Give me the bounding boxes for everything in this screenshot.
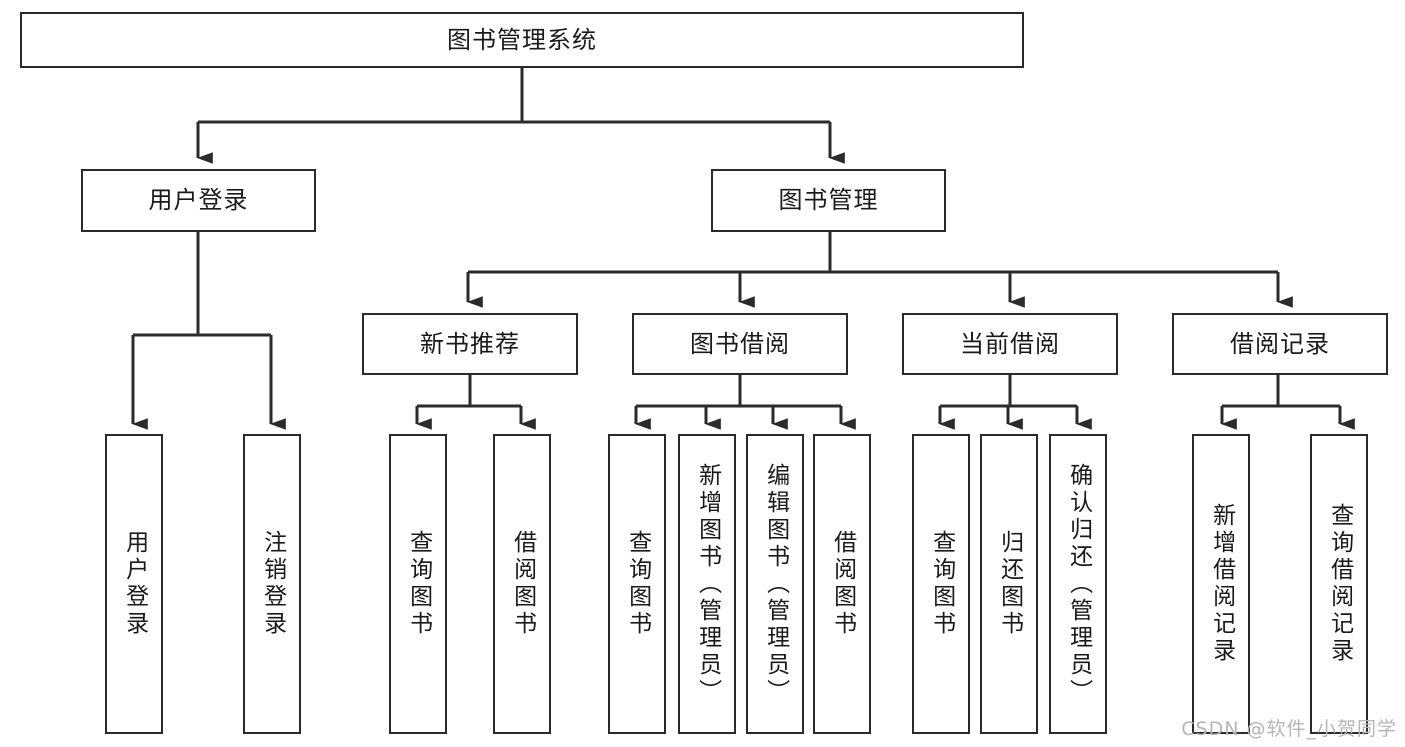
node-current-borrow[interactable]: 当前借阅 <box>902 313 1118 375</box>
node-leaf-borrow-book-1[interactable]: 借阅图书 <box>493 434 551 734</box>
node-leaf-add-book[interactable]: 新增图书（管理员） <box>678 434 736 734</box>
node-new-book-recommend[interactable]: 新书推荐 <box>362 313 578 375</box>
node-user-login-label: 用户登录 <box>148 186 249 215</box>
node-book-borrow[interactable]: 图书借阅 <box>632 313 848 375</box>
node-leaf-borrow-book-2[interactable]: 借阅图书 <box>813 434 871 734</box>
node-root[interactable]: 图书管理系统 <box>20 12 1024 68</box>
node-book-borrow-label: 图书借阅 <box>690 329 790 358</box>
node-leaf-query-book-1-label: 查询图书 <box>405 530 432 638</box>
node-book-manage-label: 图书管理 <box>778 186 879 215</box>
node-leaf-return-book[interactable]: 归还图书 <box>980 434 1038 734</box>
node-leaf-query-book-2[interactable]: 查询图书 <box>608 434 666 734</box>
node-root-label: 图书管理系统 <box>447 25 597 54</box>
node-leaf-query-book-3[interactable]: 查询图书 <box>912 434 970 734</box>
node-leaf-query-record-label: 查询借阅记录 <box>1326 503 1353 665</box>
node-leaf-query-book-2-label: 查询图书 <box>624 530 651 638</box>
node-leaf-user-login-label: 用户登录 <box>121 530 148 638</box>
node-user-login[interactable]: 用户登录 <box>81 169 316 232</box>
node-leaf-confirm-return[interactable]: 确认归还（管理员） <box>1049 434 1107 734</box>
node-leaf-add-book-label: 新增图书（管理员） <box>694 462 721 706</box>
node-leaf-query-record[interactable]: 查询借阅记录 <box>1310 434 1368 734</box>
node-leaf-return-book-label: 归还图书 <box>996 530 1023 638</box>
csdn-watermark: CSDN @软件_小贺同学 <box>1181 718 1397 740</box>
node-leaf-logout-login-label: 注销登录 <box>259 530 286 638</box>
node-leaf-edit-book[interactable]: 编辑图书（管理员） <box>746 434 804 734</box>
node-leaf-logout-login[interactable]: 注销登录 <box>243 434 301 734</box>
node-leaf-borrow-book-1-label: 借阅图书 <box>509 530 536 638</box>
node-leaf-edit-book-label: 编辑图书（管理员） <box>762 462 789 706</box>
node-leaf-confirm-return-label: 确认归还（管理员） <box>1065 462 1092 706</box>
node-new-book-recommend-label: 新书推荐 <box>420 329 520 358</box>
node-leaf-add-record[interactable]: 新增借阅记录 <box>1192 434 1250 734</box>
node-leaf-add-record-label: 新增借阅记录 <box>1208 503 1235 665</box>
node-borrow-record-label: 借阅记录 <box>1230 329 1330 358</box>
node-leaf-query-book-3-label: 查询图书 <box>928 530 955 638</box>
node-leaf-query-book-1[interactable]: 查询图书 <box>389 434 447 734</box>
node-current-borrow-label: 当前借阅 <box>960 329 1060 358</box>
node-leaf-user-login[interactable]: 用户登录 <box>105 434 163 734</box>
node-book-manage[interactable]: 图书管理 <box>711 169 946 232</box>
node-leaf-borrow-book-2-label: 借阅图书 <box>829 530 856 638</box>
node-borrow-record[interactable]: 借阅记录 <box>1172 313 1388 375</box>
